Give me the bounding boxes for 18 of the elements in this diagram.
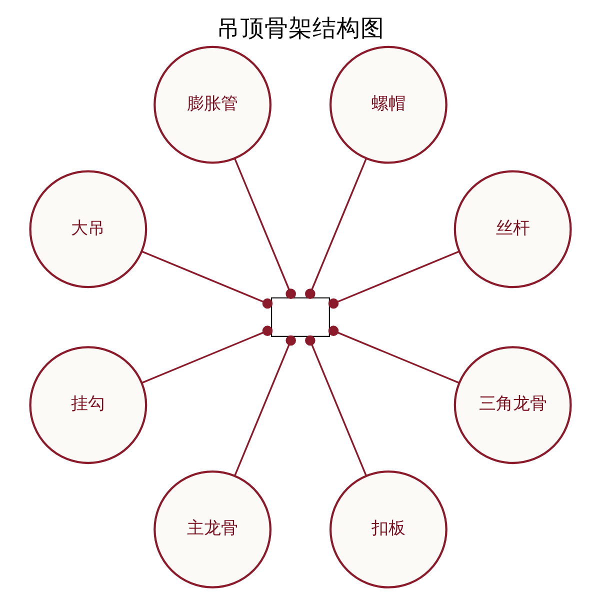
- node-circle: 挂勾: [28, 346, 147, 464]
- connector: [304, 335, 367, 476]
- node-circle: 大吊: [28, 170, 147, 288]
- node-circle: 螺帽: [328, 46, 447, 164]
- connector: [233, 158, 296, 299]
- node-circle: 丝杆: [453, 170, 572, 288]
- connector: [328, 326, 460, 384]
- diagram-title: 吊顶骨架结构图: [216, 14, 384, 42]
- node-box: [270, 297, 330, 337]
- node-circle: 扣板: [328, 470, 447, 588]
- connector: [304, 158, 367, 299]
- node-circle: 三角龙骨: [453, 346, 572, 464]
- connector: [328, 250, 460, 309]
- node-circle: 主龙骨: [153, 470, 272, 588]
- node-circle: 膨胀管: [153, 46, 272, 164]
- connector: [140, 326, 272, 384]
- connector: [233, 335, 296, 476]
- connector: [140, 250, 272, 309]
